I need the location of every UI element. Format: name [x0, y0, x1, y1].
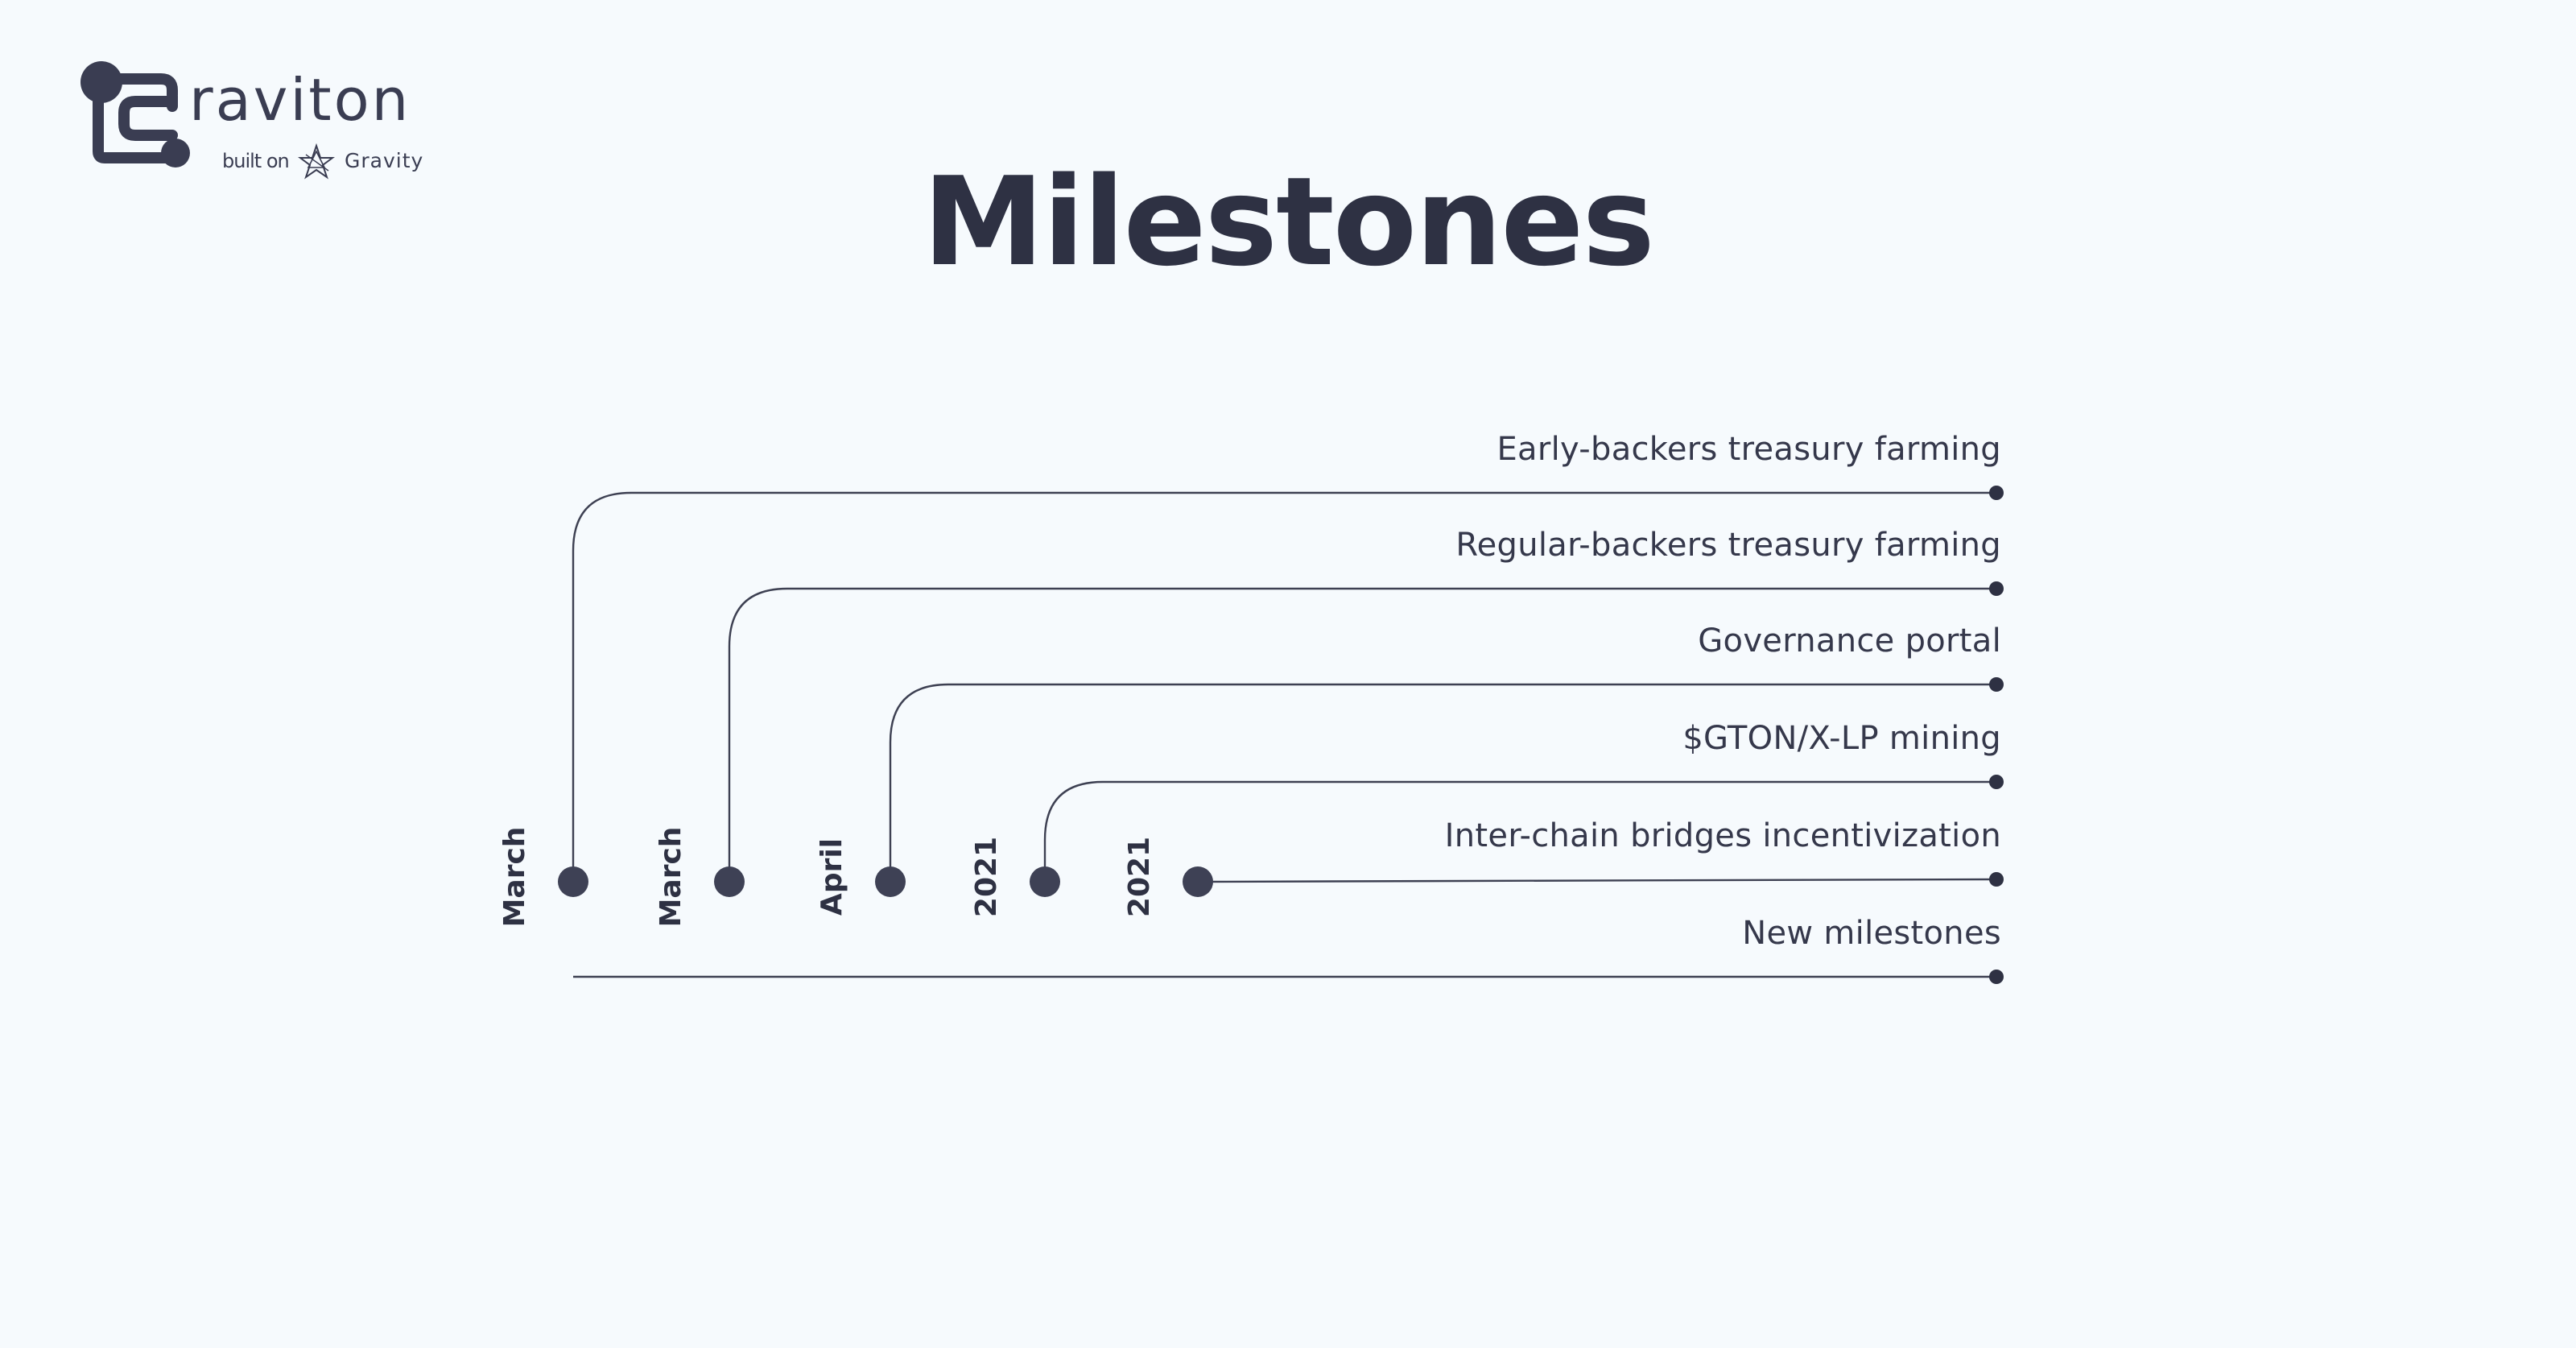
milestone-end-dot	[1989, 677, 2004, 692]
logo-subtitle: built on Gravity	[222, 143, 423, 180]
milestone-6	[573, 970, 2004, 984]
milestone-date-node	[1030, 866, 1060, 897]
page-title: Milestones	[923, 151, 1655, 293]
milestone-label: Inter-chain bridges incentivization	[1444, 817, 2001, 854]
milestone-date-label: April	[815, 837, 848, 916]
milestone-5	[1183, 866, 2004, 897]
milestone-end-dot	[1989, 775, 2004, 789]
milestone-label: Regular-backers treasury farming	[1455, 527, 2001, 564]
milestone-label: Early-backers treasury farming	[1496, 431, 2001, 468]
milestone-end-dot	[1989, 486, 2004, 500]
milestone-date-label: March	[498, 826, 531, 928]
milestone-label: Governance portal	[1698, 622, 2001, 660]
milestone-end-dot	[1989, 872, 2004, 887]
milestone-date-node	[558, 866, 588, 897]
milestone-end-dot	[1989, 581, 2004, 596]
milestone-date-node	[875, 866, 906, 897]
milestone-date-node	[1183, 866, 1213, 897]
milestone-date-label: March	[654, 826, 687, 928]
graviton-logo[interactable]: raviton built on Gravity	[72, 56, 427, 185]
milestone-end-dot	[1989, 970, 2004, 984]
gravity-text: Gravity	[345, 149, 424, 172]
milestone-label: $GTON/X-LP mining	[1682, 720, 2001, 757]
milestone-3	[875, 677, 2004, 897]
milestone-date-label: 2021	[1123, 836, 1156, 918]
milestone-date-node	[714, 866, 745, 897]
milestone-date-label: 2021	[970, 836, 1003, 918]
built-on-text: built on	[222, 150, 290, 172]
gravity-star-icon	[298, 143, 336, 180]
milestone-label: New milestones	[1742, 915, 2001, 952]
logo-wordmark: raviton	[189, 66, 411, 134]
graviton-logo-icon	[80, 61, 190, 167]
milestone-connector-line	[1197, 878, 1997, 883]
